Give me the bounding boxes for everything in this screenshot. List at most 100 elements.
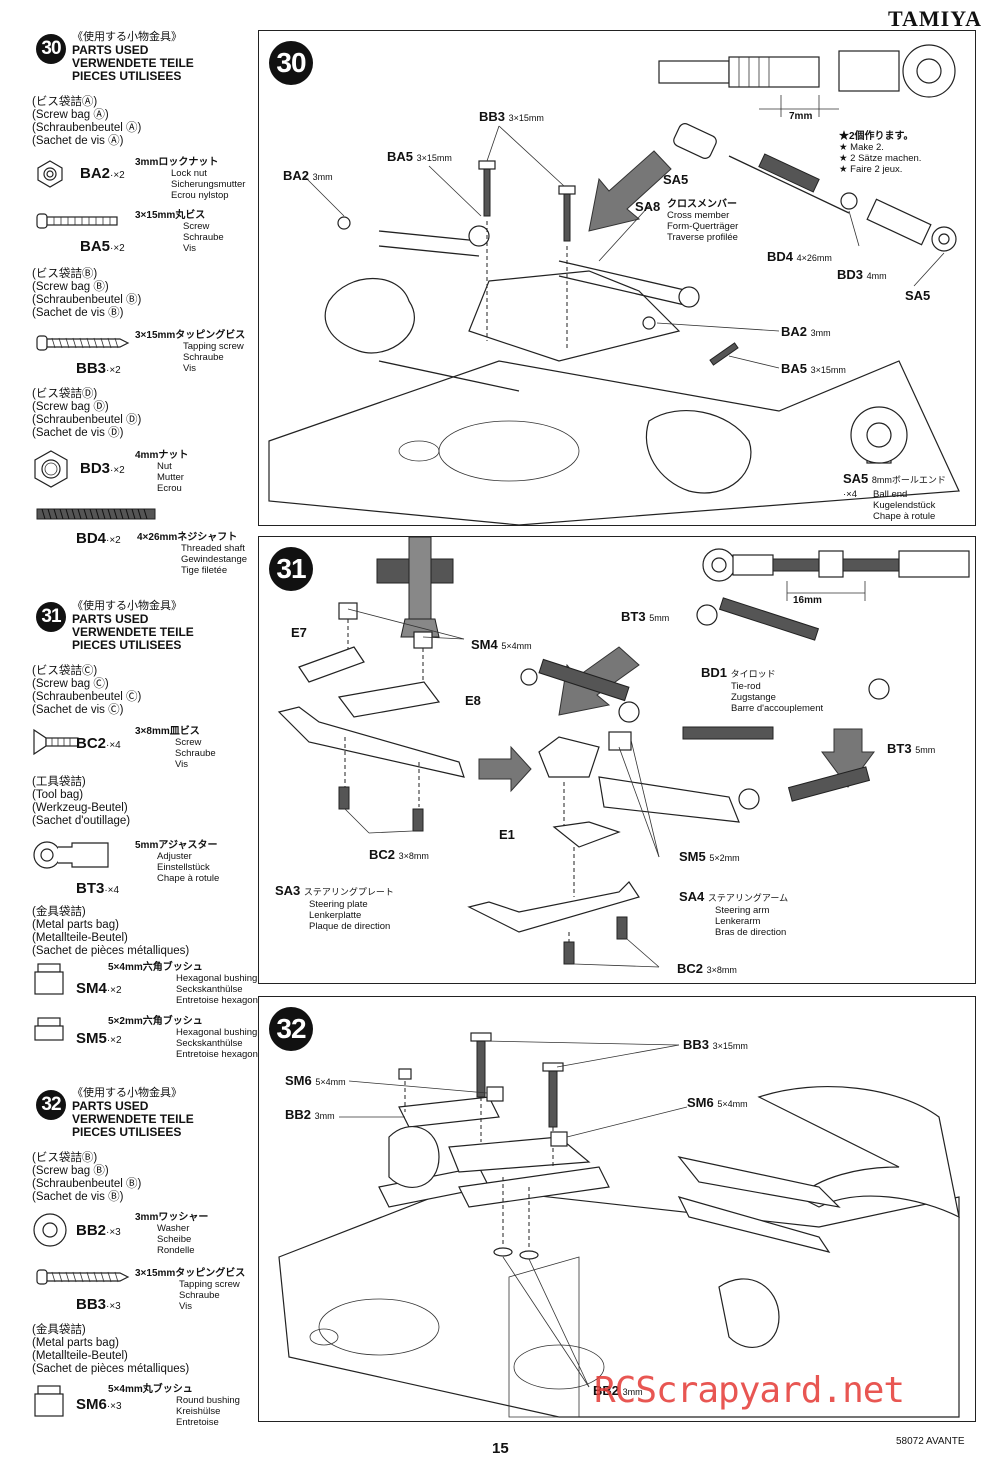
- hex-bushing-icon: [34, 963, 64, 995]
- parts-used-de: VERWENDETE TEILE: [72, 56, 194, 70]
- label-e1: E1: [499, 827, 515, 842]
- label-bb3: BB3 3×15mm: [479, 109, 544, 124]
- adjuster-icon: [33, 841, 109, 869]
- part-bc2-code: BC2·×4: [76, 735, 121, 752]
- make-two-note: ★2個作ります。 ★ Make 2. ★ 2 Sätze machen. ★ F…: [839, 131, 922, 175]
- countersunk-screw-icon: [33, 728, 79, 756]
- part-sm4-desc: 5×4mm六角ブッシュ Hexagonal bushing Seckskanth…: [108, 962, 271, 1006]
- screw-bag-a-label: (ビス袋詰Ⓐ) (Screw bag Ⓐ) (Schraubenbeutel Ⓐ…: [32, 96, 142, 147]
- label-sm6-left: SM6 5×4mm: [285, 1073, 346, 1088]
- label-sa5-ball-desc: Ball end Kugelendstück Chape à rotule: [873, 489, 936, 522]
- label-bb3-32: BB3 3×15mm: [683, 1037, 748, 1052]
- page-number: 15: [492, 1440, 509, 1457]
- step-32-badge: 32: [36, 1090, 66, 1120]
- part-sm6-code: SM6·×3: [76, 1396, 122, 1413]
- part-sm4-code: SM4·×2: [76, 980, 122, 997]
- tool-bag-label: (工具袋詰) (Tool bag) (Werkzeug-Beutel) (Sac…: [32, 776, 131, 827]
- part-sm5-code: SM5·×2: [76, 1030, 122, 1047]
- lock-nut-icon: [37, 160, 63, 188]
- step-31-badge: 31: [36, 602, 66, 632]
- nut-icon: [34, 450, 68, 488]
- step-32-diagram-panel: 32: [258, 996, 976, 1422]
- label-sa5-right: SA5: [905, 288, 931, 303]
- part-ba5-code: BA5·×2: [80, 238, 125, 255]
- part-bd3-desc: 4mmナット Nut Mutter Ecrou: [135, 450, 189, 494]
- step-30-diagram-panel: 30: [258, 30, 976, 526]
- threaded-shaft-icon: [36, 508, 156, 520]
- step-32-parts-header: 《使用する小物金具》 PARTS USED VERWENDETE TEILE P…: [72, 1087, 194, 1139]
- part-ba2-desc: 3mmロックナット Lock nut Sicherungsmutter Ecro…: [135, 157, 246, 201]
- step-30-badge: 30: [36, 34, 66, 64]
- step-31-diagram-panel: 31: [258, 536, 976, 984]
- step-31-dim: 16mm: [793, 595, 822, 606]
- metal-bag-label-32: (金具袋詰) (Metal parts bag) (Metallteile-Be…: [32, 1324, 190, 1375]
- round-bushing-icon: [34, 1385, 64, 1417]
- parts-used-en: PARTS USED: [72, 43, 149, 57]
- screw-bag-b-label: (ビス袋詰Ⓑ) (Screw bag Ⓑ) (Schraubenbeutel Ⓑ…: [32, 268, 142, 319]
- step-31-diagram-number: 31: [269, 547, 313, 591]
- screw-bag-b-label-32: (ビス袋詰Ⓑ) (Screw bag Ⓑ) (Schraubenbeutel Ⓑ…: [32, 1152, 142, 1203]
- part-bd4-desc: 4×26mmネジシャフト Threaded shaft Gewindestang…: [137, 532, 248, 576]
- part-ba2-code: BA2·×2: [80, 165, 125, 182]
- step-30-diagram-number: 30: [269, 41, 313, 85]
- part-bt3-code: BT3·×4: [76, 880, 120, 897]
- label-ba2: BA2 3mm: [283, 168, 333, 183]
- tapping-screw-icon: [36, 335, 130, 351]
- label-sa5-ball-qty: ·×4: [843, 489, 857, 500]
- part-sm5-desc: 5×2mm六角ブッシュ Hexagonal bushing Seckskanth…: [108, 1016, 271, 1060]
- label-bc2-left: BC2 3×8mm: [369, 847, 429, 862]
- part-sm6-desc: 5×4mm丸ブッシュ Round bushing Kreishülse Entr…: [108, 1384, 240, 1428]
- label-sa4-desc: Steering arm Lenkerarm Bras de direction: [715, 905, 787, 938]
- label-bt3-right: BT3 5mm: [887, 741, 936, 756]
- label-sm6-right: SM6 5×4mm: [687, 1095, 748, 1110]
- label-sm4: SM4 5×4mm: [471, 637, 532, 652]
- tapping-screw-icon: [36, 1269, 130, 1285]
- part-bb3-code: BB3·×2: [76, 360, 121, 377]
- part-bb3-desc: 3×15mmタッピングビス Tapping screw Schraube Vis: [135, 330, 246, 374]
- label-ba5: BA5 3×15mm: [387, 149, 452, 164]
- parts-used-fr: PIECES UTILISEES: [72, 69, 182, 83]
- part-bb2-code: BB2·×3: [76, 1222, 121, 1239]
- step-30-assembly-drawing: [268, 44, 960, 525]
- label-sa5-ball: SA5 8mmボールエンド: [843, 471, 946, 486]
- label-bt3-top: BT3 5mm: [621, 609, 670, 624]
- metal-bag-label-31: (金具袋詰) (Metal parts bag) (Metallteile-Be…: [32, 906, 190, 957]
- part-bd4-code: BD4·×2: [76, 530, 121, 547]
- part-bb3-code-32: BB3·×3: [76, 1296, 121, 1313]
- step-30-parts-header: 《使用する小物金具》 PARTS USED VERWENDETE TEILE P…: [72, 31, 194, 83]
- brand-logo: TAMIYA: [887, 6, 982, 31]
- screw-bag-d-label: (ビス袋詰Ⓓ) (Screw bag Ⓓ) (Schraubenbeutel Ⓓ…: [32, 388, 142, 439]
- label-ba2-right: BA2 3mm: [781, 324, 831, 339]
- part-bb3-desc-32: 3×15mmタッピングビス Tapping screw Schraube Vis: [135, 1268, 246, 1312]
- step-32-assembly-drawing: [278, 1032, 960, 1418]
- label-bd4: BD4 4×26mm: [767, 249, 832, 264]
- label-bb2-bottom: BB2 3mm: [593, 1383, 643, 1398]
- part-bt3-desc: 5mmアジャスター Adjuster Einstellstück Chape à…: [135, 840, 220, 884]
- parts-used-jp: 《使用する小物金具》: [72, 31, 182, 43]
- model-code: 58072 AVANTE: [896, 1436, 965, 1447]
- label-ba5-right: BA5 3×15mm: [781, 361, 846, 376]
- label-bc2-bottom: BC2 3×8mm: [677, 961, 737, 976]
- label-sa8-desc: クロスメンバー Cross member Form-Querträger Tra…: [667, 199, 739, 243]
- label-sm5: SM5 5×2mm: [679, 849, 740, 864]
- screw-icon: [36, 213, 118, 229]
- label-bd1-desc: Tie-rod Zugstange Barre d'accouplement: [731, 681, 824, 714]
- step-30-dim: 7mm: [789, 111, 813, 122]
- label-sa5-top: SA5: [663, 172, 689, 187]
- part-bd3-code: BD3·×2: [80, 460, 125, 477]
- label-e7: E7: [291, 625, 307, 640]
- part-bc2-desc: 3×8mm皿ビス Screw Schraube Vis: [135, 726, 216, 770]
- label-bb2-left: BB2 3mm: [285, 1107, 335, 1122]
- label-e8: E8: [465, 693, 481, 708]
- step-32-diagram-number: 32: [269, 1007, 313, 1051]
- step-31-parts-header: 《使用する小物金具》 PARTS USED VERWENDETE TEILE P…: [72, 600, 194, 652]
- step-31-assembly-drawing: [277, 537, 970, 968]
- hex-bushing-small-icon: [34, 1017, 64, 1041]
- label-sa3-desc: Steering plate Lenkerplatte Plaque de di…: [309, 899, 391, 932]
- part-bb2-desc: 3mmワッシャー Washer Scheibe Rondelle: [135, 1212, 209, 1256]
- label-sa3: SA3 ステアリングプレート: [275, 883, 394, 898]
- part-ba5-desc: 3×15mm丸ビス Screw Schraube Vis: [135, 210, 224, 254]
- label-bd1: BD1 タイロッド: [701, 665, 776, 680]
- label-sa4: SA4 ステアリングアーム: [679, 889, 789, 904]
- label-sa8: SA8: [635, 199, 661, 214]
